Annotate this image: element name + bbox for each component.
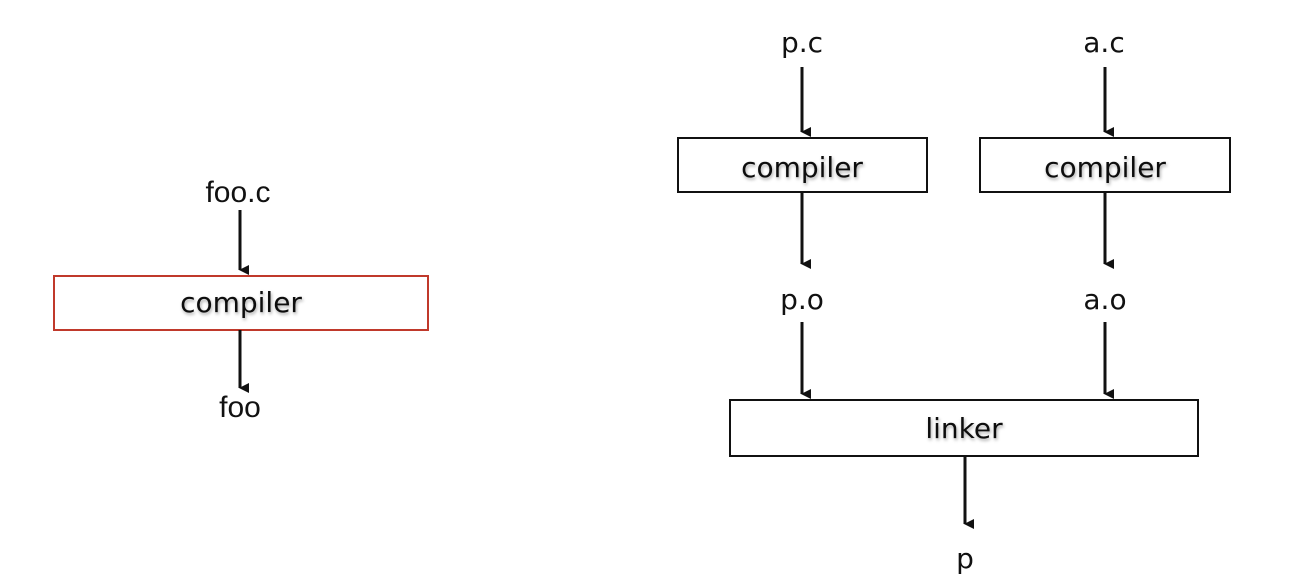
p-c-label: p.c	[781, 26, 823, 59]
compiler-box-a	[979, 137, 1231, 193]
compiler-box-p-label: compiler	[741, 151, 863, 184]
linker-box	[729, 399, 1199, 457]
p-o-label: p.o	[780, 283, 824, 316]
single-file-diagram: foo.c compiler foo	[53, 176, 429, 424]
multi-file-diagram: p.c compiler p.o a.c compiler a.o linker…	[677, 26, 1231, 575]
foo-label: foo	[219, 391, 261, 424]
foo-c-label: foo.c	[205, 176, 270, 209]
compiler-box-a-label: compiler	[1044, 151, 1166, 184]
a-o-label: a.o	[1083, 283, 1126, 316]
compiler-box-p	[677, 137, 928, 193]
compiler-box-label: compiler	[180, 286, 302, 319]
linker-box-label: linker	[925, 412, 1003, 445]
p-output-label: p	[956, 542, 974, 575]
a-c-label: a.c	[1083, 26, 1124, 59]
